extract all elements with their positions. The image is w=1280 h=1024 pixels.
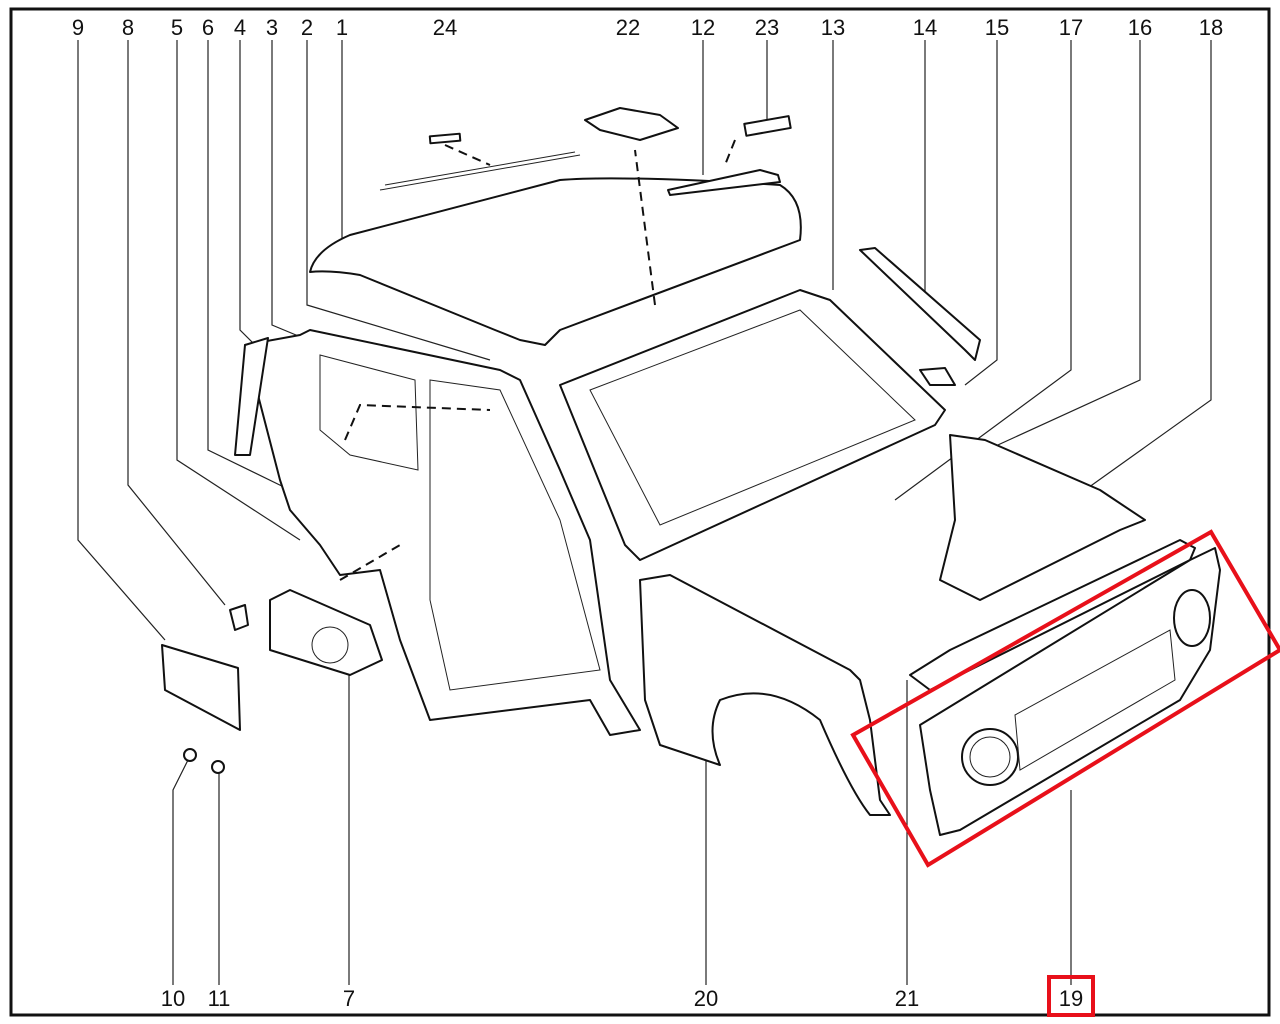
side-panel	[244, 329, 641, 736]
bumper-8	[229, 604, 249, 631]
roof-panel	[309, 177, 802, 346]
fender-20	[639, 574, 891, 816]
label-16: 16	[1128, 15, 1152, 40]
label-10: 10	[161, 986, 185, 1011]
label-18: 18	[1199, 15, 1223, 40]
part-24	[428, 132, 462, 145]
bolt-10	[183, 748, 197, 762]
label-24: 24	[433, 15, 457, 40]
fuel-door-9	[161, 644, 241, 731]
label-14: 14	[913, 15, 937, 40]
label-3: 3	[266, 15, 278, 40]
label-22: 22	[616, 15, 640, 40]
top-labels: 9 8 5 6 4 3 2 1 24 22 12 23 13 14 15 17 …	[72, 15, 1223, 40]
rear-floor	[939, 434, 1146, 601]
bottom-labels: 10 11 7 20 21 19	[161, 986, 1083, 1011]
body-parts	[161, 107, 1221, 836]
label-2: 2	[301, 15, 313, 40]
part-15	[919, 367, 956, 386]
label-6: 6	[202, 15, 214, 40]
highlight-box-label-19	[1047, 975, 1095, 1017]
part-14	[859, 247, 981, 361]
part-23	[743, 115, 792, 137]
label-8: 8	[122, 15, 134, 40]
label-5: 5	[171, 15, 183, 40]
windshield-frame	[559, 289, 946, 561]
roof-rail-12	[667, 169, 781, 196]
roof-rack-strip	[379, 151, 581, 191]
label-15: 15	[985, 15, 1009, 40]
label-9: 9	[72, 15, 84, 40]
label-21: 21	[895, 986, 919, 1011]
pillar-4	[234, 337, 269, 456]
label-17: 17	[1059, 15, 1083, 40]
highlight-box-part-19	[850, 529, 1280, 868]
label-23: 23	[755, 15, 779, 40]
washer-11	[211, 760, 225, 774]
label-13: 13	[821, 15, 845, 40]
part-22	[584, 107, 679, 141]
label-4: 4	[234, 15, 246, 40]
label-20: 20	[694, 986, 718, 1011]
label-1: 1	[336, 15, 348, 40]
label-19: 19	[1059, 986, 1083, 1011]
fuel-housing-7	[269, 589, 383, 676]
label-11: 11	[208, 986, 231, 1011]
label-12: 12	[691, 15, 715, 40]
label-7: 7	[343, 986, 355, 1011]
